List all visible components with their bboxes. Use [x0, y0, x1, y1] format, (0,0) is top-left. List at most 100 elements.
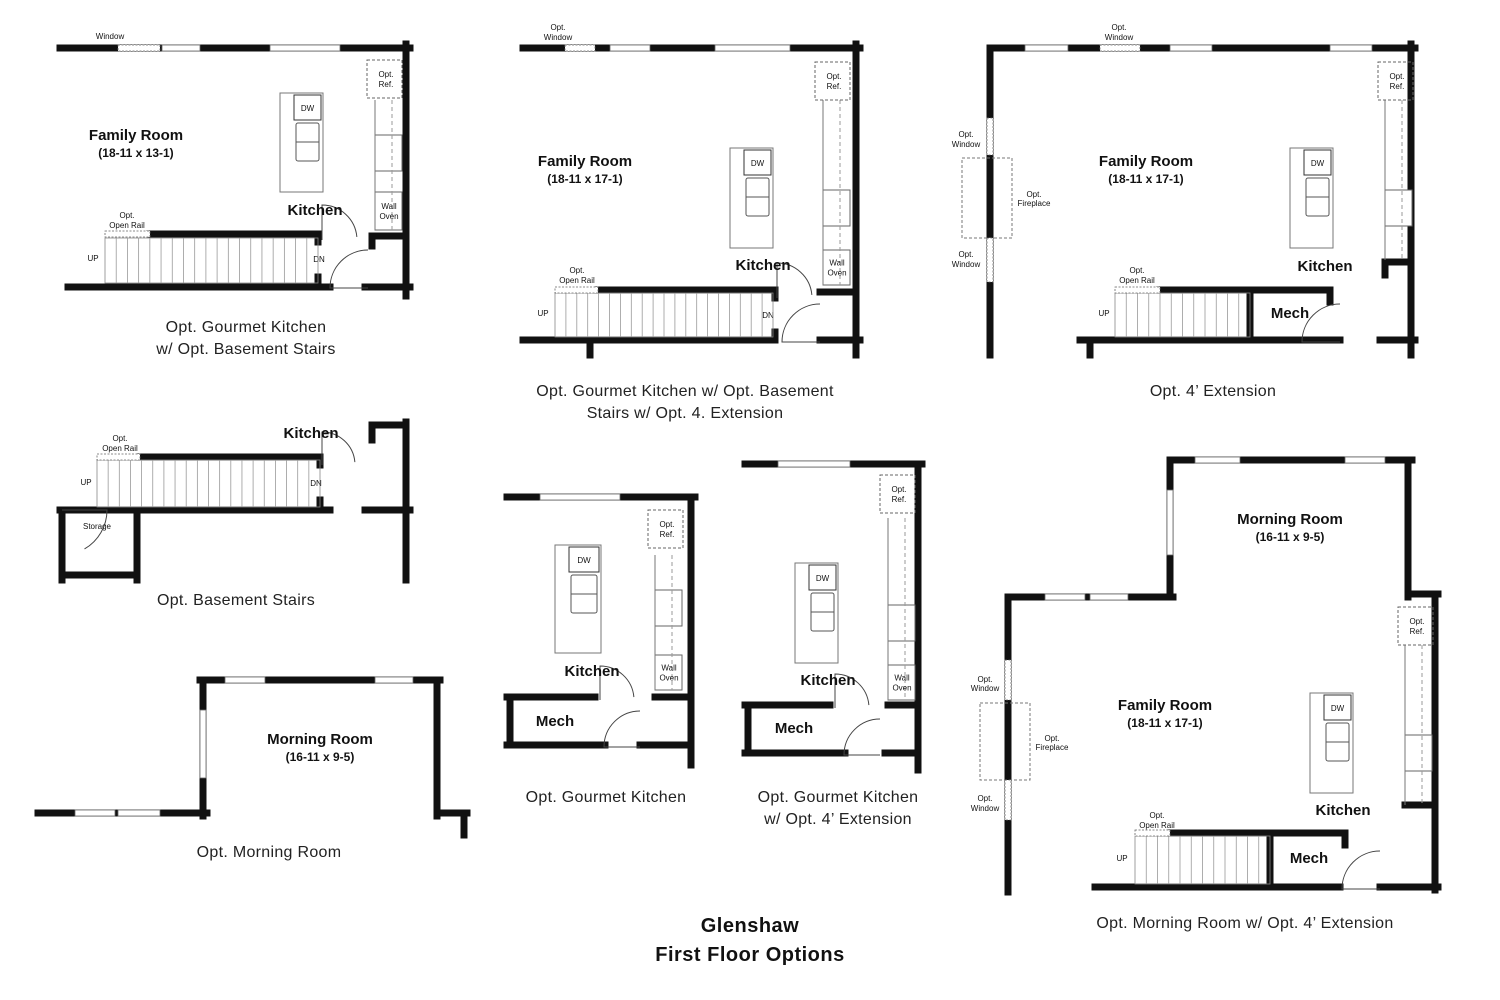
- plan-caption: Opt. 4’ Extension: [1150, 383, 1276, 400]
- window: [74, 809, 116, 817]
- wall-oven-label: Wall: [829, 259, 844, 268]
- optional-refrigerator: [1397, 606, 1434, 646]
- door-swing: [62, 509, 108, 550]
- family-room-dimensions: (18-11 x 17-1): [547, 172, 622, 186]
- window: [161, 44, 201, 52]
- optional-window: [1099, 44, 1141, 52]
- plan-caption: Opt. Morning Room w/ Opt. 4’ Extension: [1096, 915, 1393, 932]
- refrigerator-label: Opt.: [659, 520, 674, 529]
- plan-gourmet-kitchen: Kitchen Mech Opt. Gourmet Kitchen DWOpt.…: [503, 493, 699, 806]
- refrigerator-label: Opt.: [891, 485, 906, 494]
- dishwasher-label: DW: [1331, 704, 1345, 713]
- family-room-label: Family Room: [1118, 697, 1212, 714]
- open-rail-label: Open Rail: [1119, 276, 1155, 285]
- dishwasher-label: DW: [816, 574, 830, 583]
- dishwasher: [808, 564, 837, 591]
- optional-window: [117, 44, 161, 52]
- window: [1166, 489, 1174, 556]
- dishwasher: [1303, 149, 1332, 176]
- morning-room-dimensions: (16-11 x 9-5): [1256, 530, 1325, 544]
- kitchen-island: [554, 544, 602, 654]
- kitchen-island: [794, 562, 839, 664]
- wall-oven: [887, 664, 916, 701]
- optional-window: [986, 117, 994, 156]
- morning-room-label: Morning Room: [1237, 511, 1343, 528]
- optional-refrigerator: [1377, 61, 1414, 101]
- cooktop: [822, 189, 851, 227]
- sink-icon: [295, 122, 320, 162]
- open-rail-label: Open Rail: [102, 444, 138, 453]
- optional-refrigerator: [814, 61, 851, 101]
- refrigerator-label: Ref.: [892, 495, 907, 504]
- sink-icon: [570, 574, 598, 614]
- staircase: [554, 292, 774, 338]
- stair-outline: [104, 237, 319, 284]
- optional-refrigerator: [879, 474, 916, 514]
- mech-label: Mech: [1271, 305, 1309, 322]
- window: [269, 44, 341, 52]
- staircase: [1114, 292, 1251, 338]
- optional-refrigerator: [647, 509, 684, 549]
- wall-oven-label: Wall: [661, 664, 676, 673]
- optional-window: [1004, 779, 1012, 821]
- open-rail-label: Open Rail: [559, 276, 595, 285]
- family-room-label: Family Room: [538, 153, 632, 170]
- window: [1194, 456, 1241, 464]
- dishwasher: [293, 94, 322, 121]
- plan-caption: Opt. Gourmet Kitchen: [166, 319, 327, 336]
- refrigerator-label: Opt.: [1389, 72, 1404, 81]
- door-swing: [834, 673, 870, 708]
- door-swing: [1301, 303, 1341, 343]
- window-label: Opt.: [1111, 23, 1126, 32]
- window: [1089, 593, 1129, 601]
- window-label: Opt.: [977, 794, 992, 803]
- optional-window: [554, 286, 599, 294]
- wall-oven-label: Oven: [379, 212, 398, 221]
- wall-oven-label: Oven: [827, 269, 846, 278]
- door-swing: [1341, 850, 1381, 890]
- plan-gourmet-kitchen-stairs-extension: Opt. Window Family Room (18-11 x 17-1) K…: [519, 23, 864, 422]
- refrigerator-label: Ref.: [379, 80, 394, 89]
- kitchen-label: Kitchen: [800, 672, 855, 689]
- sink-icon: [1325, 722, 1350, 762]
- optional-refrigerator: [366, 59, 403, 99]
- stairs-up-label: UP: [80, 478, 91, 487]
- window: [1024, 44, 1069, 52]
- cooktop: [1404, 734, 1433, 772]
- fireplace-label: Opt.: [1044, 734, 1059, 743]
- sink-icon: [810, 592, 835, 632]
- window-label: Window: [952, 140, 981, 149]
- window-label: Opt.: [958, 250, 973, 259]
- wall-oven-label: Oven: [659, 674, 678, 683]
- plan-caption: w/ Opt. 4’ Extension: [763, 811, 912, 828]
- refrigerator-label: Ref.: [660, 530, 675, 539]
- door-swing: [776, 262, 813, 298]
- kitchen-label: Kitchen: [735, 257, 790, 274]
- sheet-title: Glenshaw: [701, 915, 799, 937]
- wall-oven: [374, 191, 403, 231]
- wall-oven: [654, 654, 683, 691]
- window: [1344, 456, 1386, 464]
- plan-caption: Opt. Gourmet Kitchen: [526, 789, 687, 806]
- cooktop: [1384, 189, 1413, 227]
- open-rail-label: Opt.: [112, 434, 127, 443]
- window-label: Window: [952, 260, 981, 269]
- staircase: [104, 237, 319, 284]
- door-swing: [329, 249, 369, 289]
- refrigerator-label: Ref.: [1410, 627, 1425, 636]
- stairs-down-label: DN: [310, 479, 322, 488]
- kitchen-label: Kitchen: [564, 663, 619, 680]
- kitchen-island: [279, 92, 324, 193]
- plan-caption: Opt. Gourmet Kitchen: [758, 789, 919, 806]
- optional-window: [104, 230, 151, 238]
- morning-room-dimensions: (16-11 x 9-5): [286, 750, 355, 764]
- fireplace-label: Fireplace: [1036, 743, 1069, 752]
- window: [714, 44, 791, 52]
- kitchen-island: [1309, 692, 1354, 794]
- open-rail-label: Open Rail: [1139, 821, 1175, 830]
- stairs-up-label: UP: [1098, 309, 1109, 318]
- window: [1169, 44, 1213, 52]
- sheet-subtitle: First Floor Options: [655, 944, 845, 966]
- open-rail-label: Opt.: [119, 211, 134, 220]
- window-label: Window: [1105, 33, 1134, 42]
